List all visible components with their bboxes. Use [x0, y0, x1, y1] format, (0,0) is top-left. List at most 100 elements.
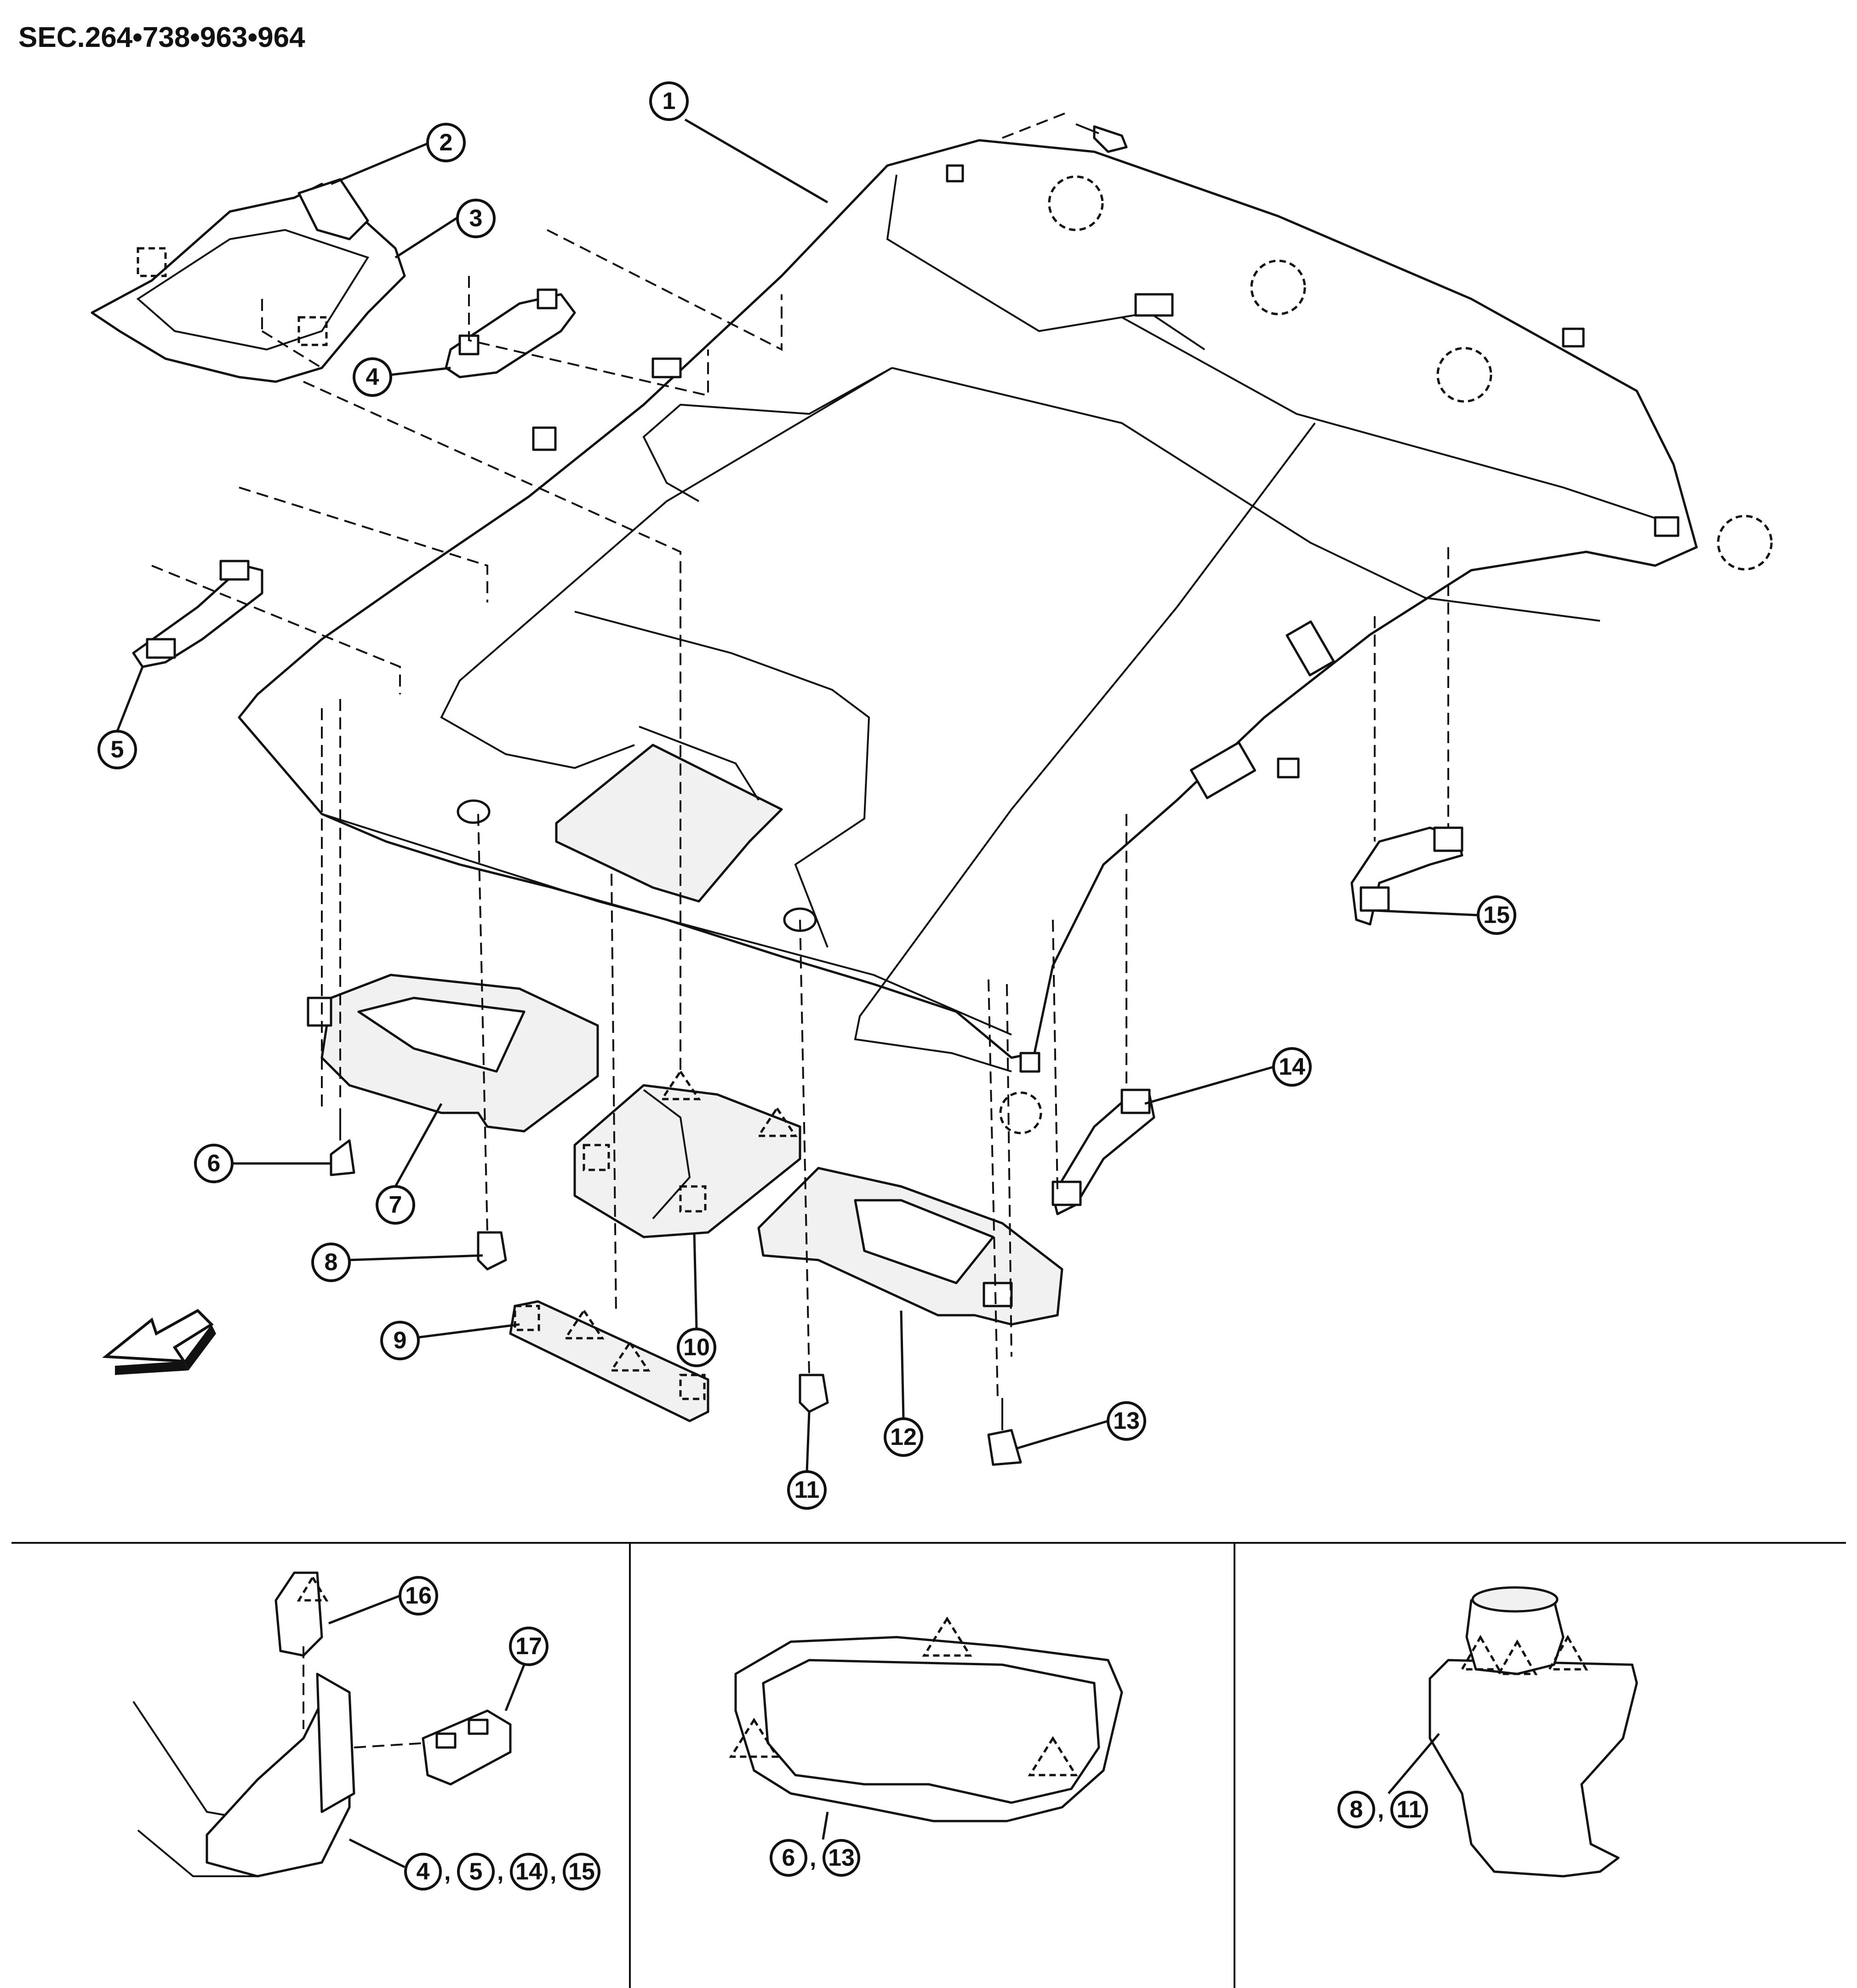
headlining-clip — [1277, 757, 1300, 779]
map-lamp-assembly — [573, 1069, 801, 1238]
detail-ref-5: 5 — [457, 1853, 495, 1891]
dashed-triangle-pawl-icon — [922, 1616, 972, 1657]
detail-ref-13: 13 — [823, 1839, 860, 1877]
callout-15-label: 15 — [1483, 902, 1510, 928]
callout-8: 8 — [311, 1243, 351, 1282]
dashed-circle-fastener-icon — [1048, 175, 1104, 231]
headlining-clip — [1019, 1052, 1040, 1073]
callout-1-label: 1 — [663, 88, 676, 115]
comma-separator: , — [810, 1845, 816, 1872]
detail-ref-15-label: 15 — [568, 1858, 595, 1885]
callout-leaders — [116, 118, 1479, 1472]
detail-ref-14: 14 — [510, 1853, 548, 1891]
callout-3-label: 3 — [469, 205, 483, 232]
dashed-circle-fastener-icon — [999, 1091, 1042, 1134]
dashed-triangle-pawl-icon — [609, 1341, 651, 1372]
detail-ref-5-label: 5 — [469, 1858, 483, 1885]
detail-ref-8-label: 8 — [1350, 1796, 1363, 1823]
callout-12: 12 — [884, 1417, 923, 1457]
callout-3: 3 — [456, 199, 496, 238]
callout-10-label: 10 — [683, 1334, 710, 1361]
comma-separator: , — [444, 1859, 451, 1885]
dashed-triangle-pawl-icon — [660, 1069, 701, 1100]
sun-visor-left — [307, 974, 599, 1133]
dashed-triangle-pawl-icon — [297, 1575, 329, 1602]
callout-2: 2 — [426, 123, 466, 162]
comma-separator: , — [550, 1859, 556, 1885]
dashed-triangle-pawl-icon — [1460, 1634, 1501, 1671]
callout-6: 6 — [194, 1144, 234, 1183]
callout-9-label: 9 — [394, 1327, 407, 1354]
sun-visor-clip-detail: 8 , 11 — [1337, 1586, 1638, 1878]
assist-grip-front-left — [132, 560, 263, 668]
callout-17-label: 17 — [515, 1633, 542, 1660]
dashed-triangle-pawl-icon — [756, 1106, 798, 1137]
map-lamp-finisher — [91, 178, 406, 383]
callout-13-label: 13 — [1113, 1408, 1140, 1434]
detail-ref-6-label: 6 — [782, 1845, 795, 1871]
callout-8-label: 8 — [325, 1249, 338, 1276]
headlining-clip — [532, 426, 557, 451]
front-direction-arrow-icon — [102, 1309, 216, 1375]
comma-separator: , — [497, 1859, 503, 1885]
callout-13: 13 — [1107, 1401, 1146, 1441]
assist-grip-front-right — [445, 288, 576, 378]
dashed-circle-fastener-icon — [1250, 259, 1306, 315]
detail-ref-15: 15 — [563, 1853, 600, 1891]
assist-grip-rear-right — [1350, 826, 1463, 926]
dashed-triangle-pawl-icon — [1028, 1736, 1078, 1776]
headlining-clip — [1562, 327, 1585, 348]
sun-visor-clip-right — [799, 1374, 829, 1413]
detail-ref-11: 11 — [1390, 1791, 1428, 1828]
callout-5-label: 5 — [111, 736, 124, 763]
headlining-clip — [1134, 293, 1174, 317]
dashed-triangle-pawl-icon — [729, 1718, 779, 1758]
callout-9: 9 — [380, 1321, 420, 1360]
assist-grip-rear-left — [1051, 1089, 1155, 1215]
dashed-circle-fastener-icon — [1436, 347, 1492, 403]
callout-1: 1 — [649, 81, 689, 121]
callout-11: 11 — [787, 1470, 827, 1510]
dashed-square-clip-icon — [583, 1144, 610, 1171]
bolt-icon — [1075, 123, 1128, 153]
map-lamp-bezel-strip — [509, 1300, 709, 1422]
sun-visor-holder-right — [987, 1429, 1022, 1466]
detail-ref-4: 4 — [404, 1853, 442, 1891]
callout-7: 7 — [376, 1185, 415, 1225]
dashed-circle-fastener-icon — [1717, 515, 1773, 571]
headlining-clip — [1654, 516, 1680, 537]
dashed-square-clip-icon — [297, 316, 328, 346]
dashed-triangle-pawl-icon — [563, 1308, 605, 1340]
comma-separator: , — [1377, 1797, 1384, 1823]
dashed-square-clip-icon — [679, 1374, 706, 1400]
callout-17: 17 — [509, 1627, 549, 1666]
detail-ref-8: 8 — [1337, 1791, 1375, 1828]
installation-guide-lines — [151, 112, 1449, 1398]
detail-ref-14-label: 14 — [515, 1858, 542, 1885]
callout-10: 10 — [677, 1328, 716, 1367]
callout-16-label: 16 — [405, 1582, 432, 1609]
callout-14: 14 — [1272, 1047, 1312, 1087]
callout-5: 5 — [97, 730, 137, 769]
headlining-clip — [946, 164, 964, 183]
headlining-vent — [1286, 620, 1335, 676]
sun-visor-right — [757, 1167, 1063, 1326]
detail-panels: 16 17 4 , 5 , 14 , 15 6 , 13 — [11, 1542, 1846, 1988]
dashed-square-clip-icon — [137, 247, 167, 277]
main-exploded-view: 1 2 3 4 5 6 7 8 9 10 11 12 13 14 15 — [91, 81, 1773, 1510]
callout-2-label: 2 — [440, 129, 453, 156]
dashed-square-clip-icon — [514, 1305, 540, 1331]
callout-11-label: 11 — [794, 1477, 820, 1503]
dashed-square-clip-icon — [679, 1185, 707, 1213]
detail-ref-13-label: 13 — [828, 1845, 855, 1871]
callout-15: 15 — [1477, 895, 1516, 935]
detail-ref-4-label: 4 — [417, 1858, 430, 1885]
callout-7-label: 7 — [389, 1192, 402, 1218]
callout-14-label: 14 — [1279, 1054, 1305, 1080]
detail-ref-11-label: 11 — [1397, 1796, 1422, 1823]
section-code: SEC.264•738•963•964 — [18, 22, 305, 53]
sun-visor-holder-detail: 6 , 13 — [729, 1616, 1123, 1877]
headlining — [238, 123, 1773, 1134]
dashed-triangle-pawl-icon — [1547, 1634, 1588, 1671]
